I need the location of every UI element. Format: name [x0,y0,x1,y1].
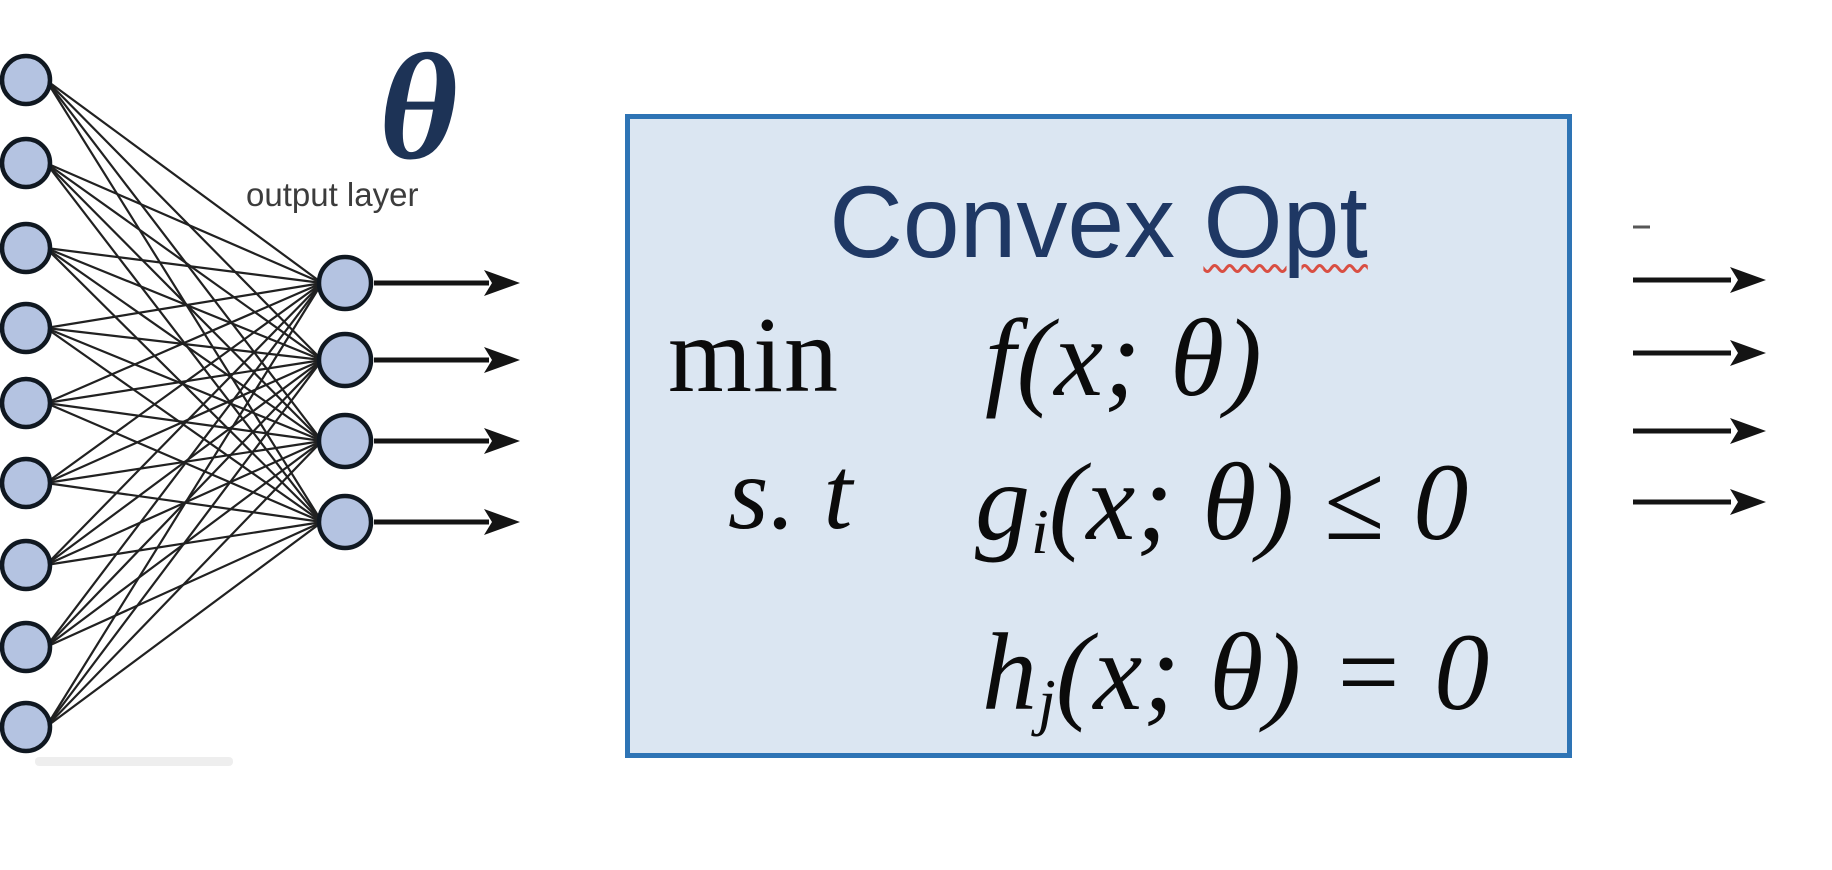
box-title: Convex Opt [630,171,1567,273]
cropped-text-artifact [35,757,233,766]
connection-edge [45,246,323,285]
connection-edge [45,359,323,566]
input-node [0,376,53,430]
input-node [0,301,53,355]
connection-edge [45,358,323,405]
input-node [0,53,53,107]
input-node [0,700,53,754]
output-node-arrowhead [484,428,520,454]
connection-edge [45,282,323,728]
result-arrowhead [1730,489,1766,515]
connection-edge [45,282,323,566]
connection-edge [45,281,323,405]
box-title-word2-misspelling-underline: Opt [1203,165,1368,279]
output-node [316,331,374,389]
math-objective: f(x; θ) [985,297,1263,419]
input-node [0,456,53,510]
connection-edge [45,79,323,284]
theta-symbol: θ [379,23,458,191]
connection-edge [45,162,323,361]
math-st-label: s. t [728,436,854,551]
connection-edge [45,246,323,362]
result-arrowhead [1730,418,1766,444]
connection-edge [45,161,323,285]
input-node [0,221,53,275]
box-title-word1: Convex [829,165,1176,279]
output-node-arrowhead [484,509,520,535]
input-node [0,136,53,190]
connection-edge [45,359,323,728]
connection-edge [45,282,323,484]
connection-edge [45,281,323,330]
output-node [316,493,374,551]
output-node [316,254,374,312]
result-arrowhead [1730,267,1766,293]
math-inequality-constraint: gi(x; θ) ≤ 0 [975,441,1470,568]
connection-edge [45,521,323,728]
output-node [316,412,374,470]
output-node-arrowhead [484,270,520,296]
math-min-label: min [668,296,840,415]
output-layer-label: output layer [246,176,418,213]
connection-edge [45,440,323,728]
input-node [0,620,53,674]
connection-edge [45,358,323,485]
output-node-arrowhead [484,347,520,373]
convex-opt-box: Convex Opt min f(x; θ) s. t gi(x; θ) ≤ 0… [625,114,1572,758]
math-equality-constraint: hj(x; θ) = 0 [982,611,1491,738]
result-arrowhead [1730,340,1766,366]
connection-edge [45,282,323,648]
connection-edge [45,79,323,361]
input-node [0,538,53,592]
